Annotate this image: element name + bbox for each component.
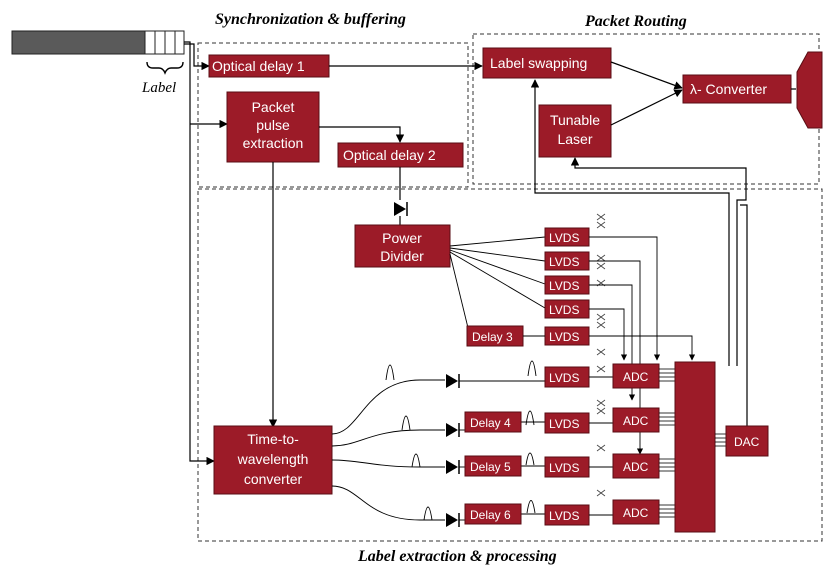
delay-4-label: Delay 4 bbox=[470, 416, 511, 430]
fpga-to-swap bbox=[530, 79, 730, 366]
adc-block-3 bbox=[612, 453, 660, 479]
ttw-output-fibres bbox=[331, 379, 445, 521]
lvds-label-7: LVDS bbox=[549, 417, 579, 431]
label-brace bbox=[146, 61, 184, 75]
swap-to-converter bbox=[610, 61, 683, 90]
delay-5-block bbox=[464, 455, 522, 477]
power-divider-line2: Divider bbox=[380, 248, 424, 264]
adc-label-4: ADC bbox=[623, 506, 649, 520]
divider-fanout bbox=[449, 236, 546, 337]
fpga-label: FPGA bbox=[725, 451, 741, 490]
adc-label-1: ADC bbox=[623, 370, 649, 384]
input-to-delay1 bbox=[184, 43, 210, 71]
optical-delay-2-block bbox=[337, 142, 464, 168]
adc-block-2 bbox=[612, 407, 660, 433]
power-photodiode bbox=[394, 202, 406, 216]
extraction-section-border bbox=[197, 188, 823, 542]
tunable-label-line2: Laser bbox=[557, 131, 592, 147]
adc-label-3: ADC bbox=[623, 460, 649, 474]
delay-6-label: Delay 6 bbox=[470, 508, 511, 522]
adc-block-1 bbox=[612, 363, 660, 389]
twisted-pairs-top bbox=[596, 213, 606, 356]
fpga-pins bbox=[715, 433, 726, 447]
delay-5-label: Delay 5 bbox=[470, 460, 511, 474]
photodiodes bbox=[446, 374, 460, 527]
optical-delay-1-label: Optical delay 1 bbox=[212, 58, 305, 74]
lvds-label-3: LVDS bbox=[549, 279, 579, 293]
lvds-label-1: LVDS bbox=[549, 231, 579, 245]
delay-6-block bbox=[464, 503, 522, 525]
ttw-line1: Time-to- bbox=[247, 431, 299, 447]
routing-section-title: Packet Routing bbox=[584, 13, 687, 30]
label-caption: Label bbox=[141, 80, 176, 96]
adc-label-2: ADC bbox=[623, 414, 649, 428]
twisted-pairs-bottom bbox=[596, 365, 606, 497]
input-wire bbox=[184, 41, 215, 466]
pulse-bumps bbox=[385, 360, 537, 521]
lvds-label-4: LVDS bbox=[549, 303, 579, 317]
lvds-label-5: LVDS bbox=[549, 330, 579, 344]
lambda-converter-label: λ- Converter bbox=[690, 81, 767, 97]
delay-3-label: Delay 3 bbox=[472, 330, 513, 344]
tunable-laser-block bbox=[538, 104, 612, 158]
adc-block-4 bbox=[612, 499, 660, 525]
pulse-label-line2: pulse bbox=[256, 117, 290, 133]
optical-delay-2-label: Optical delay 2 bbox=[343, 147, 436, 163]
packet bbox=[11, 30, 185, 55]
extraction-section-title: Label extraction & processing bbox=[357, 548, 557, 565]
output-switch-shape bbox=[796, 51, 823, 129]
dac-block bbox=[725, 425, 769, 457]
lambda-converter-block bbox=[682, 74, 792, 104]
tunable-label-line1: Tunable bbox=[550, 112, 600, 128]
ttw-line3: converter bbox=[244, 471, 303, 487]
ttw-line2: wavelength bbox=[237, 451, 309, 467]
sync-section-title: Synchronization & buffering bbox=[215, 11, 406, 28]
fpga-to-laser bbox=[570, 157, 747, 366]
power-divider-line1: Power bbox=[382, 230, 422, 246]
adc-fpga-bus bbox=[659, 368, 675, 518]
pulse-to-delay2 bbox=[319, 126, 405, 143]
lvds-label-6: LVDS bbox=[549, 371, 579, 385]
power-divider-block bbox=[354, 224, 451, 268]
pulse-label-line3: extraction bbox=[243, 135, 304, 151]
lvds-label-9: LVDS bbox=[549, 509, 579, 523]
label-swapping-label: Label swapping bbox=[490, 55, 587, 71]
time-to-wavelength-block bbox=[213, 425, 333, 495]
lvds-label-2: LVDS bbox=[549, 255, 579, 269]
sync-section-border bbox=[197, 42, 469, 188]
dac-label: DAC bbox=[734, 435, 760, 449]
label-swapping-block bbox=[482, 47, 612, 79]
fpga-block bbox=[674, 361, 716, 533]
pulse-label-line1: Packet bbox=[252, 99, 295, 115]
delay-4-block bbox=[464, 411, 522, 433]
dac-wire bbox=[740, 204, 748, 426]
lvds-label-8: LVDS bbox=[549, 461, 579, 475]
laser-to-converter bbox=[610, 89, 683, 126]
